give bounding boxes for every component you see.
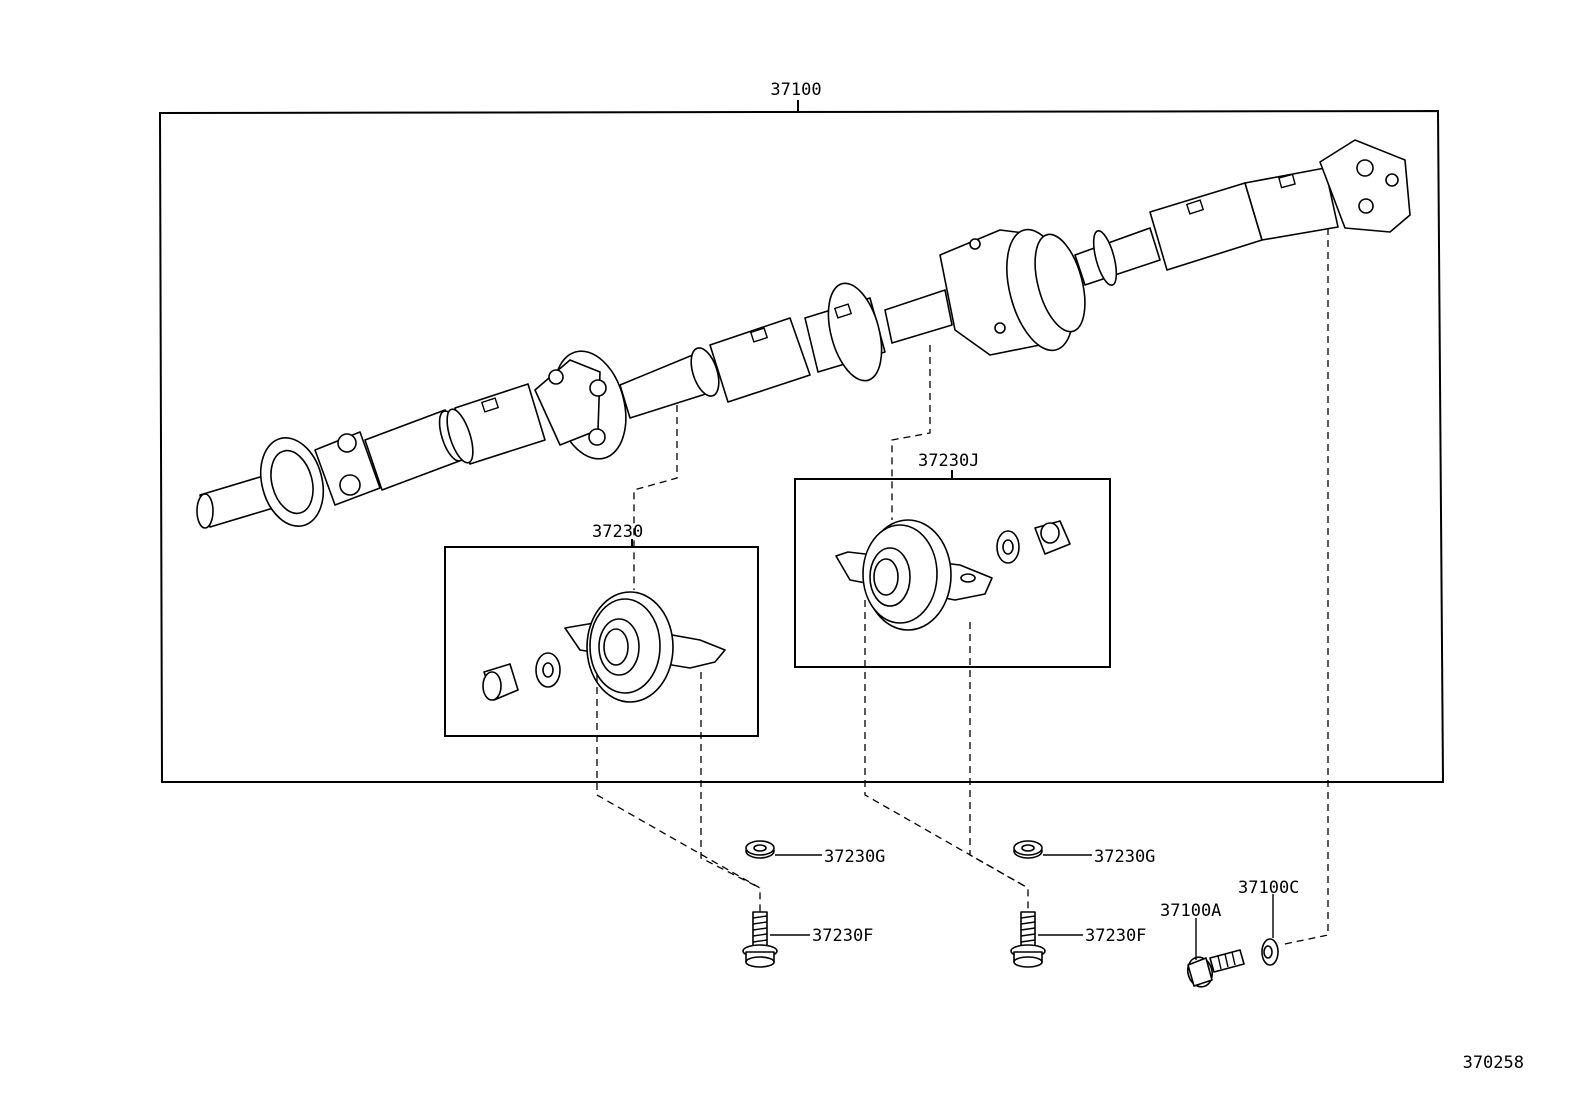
flange-washer-37100c — [1261, 938, 1279, 966]
assembly-frame — [158, 109, 1445, 783]
label-37230g-left: 37230G — [824, 847, 885, 867]
dash-line-6 — [969, 622, 1029, 889]
dash-line-4 — [891, 345, 931, 520]
dash-line-3 — [700, 672, 761, 889]
figure-number: 370258 — [1463, 1053, 1524, 1073]
washer-37230g-left — [745, 840, 775, 859]
flange-bolt-37100a — [1186, 949, 1245, 988]
dash-line-2 — [596, 675, 761, 915]
bearing-37230-box — [444, 546, 759, 737]
dash-line-7 — [1279, 228, 1329, 946]
washer-37230g-right — [1013, 840, 1043, 859]
bolt-37230f-right — [1010, 911, 1046, 968]
dash-line-5 — [864, 600, 1029, 915]
bolt-37230f-left — [742, 911, 778, 968]
bearing-37230j-box — [794, 478, 1111, 668]
label-37230f-right: 37230F — [1085, 926, 1146, 946]
propeller-shaft — [196, 139, 1411, 529]
center-bearing-37230j — [835, 519, 1071, 631]
label-37100c: 37100C — [1238, 878, 1299, 898]
label-37230j: 37230J — [918, 451, 979, 471]
label-37230g-right: 37230G — [1094, 847, 1155, 867]
label-37230: 37230 — [592, 522, 643, 542]
center-bearing-37230 — [482, 591, 726, 703]
dash-line-1 — [633, 405, 678, 590]
label-37100a: 37100A — [1160, 901, 1221, 921]
label-37230f-left: 37230F — [812, 926, 873, 946]
label-37100: 37100 — [770, 80, 821, 100]
